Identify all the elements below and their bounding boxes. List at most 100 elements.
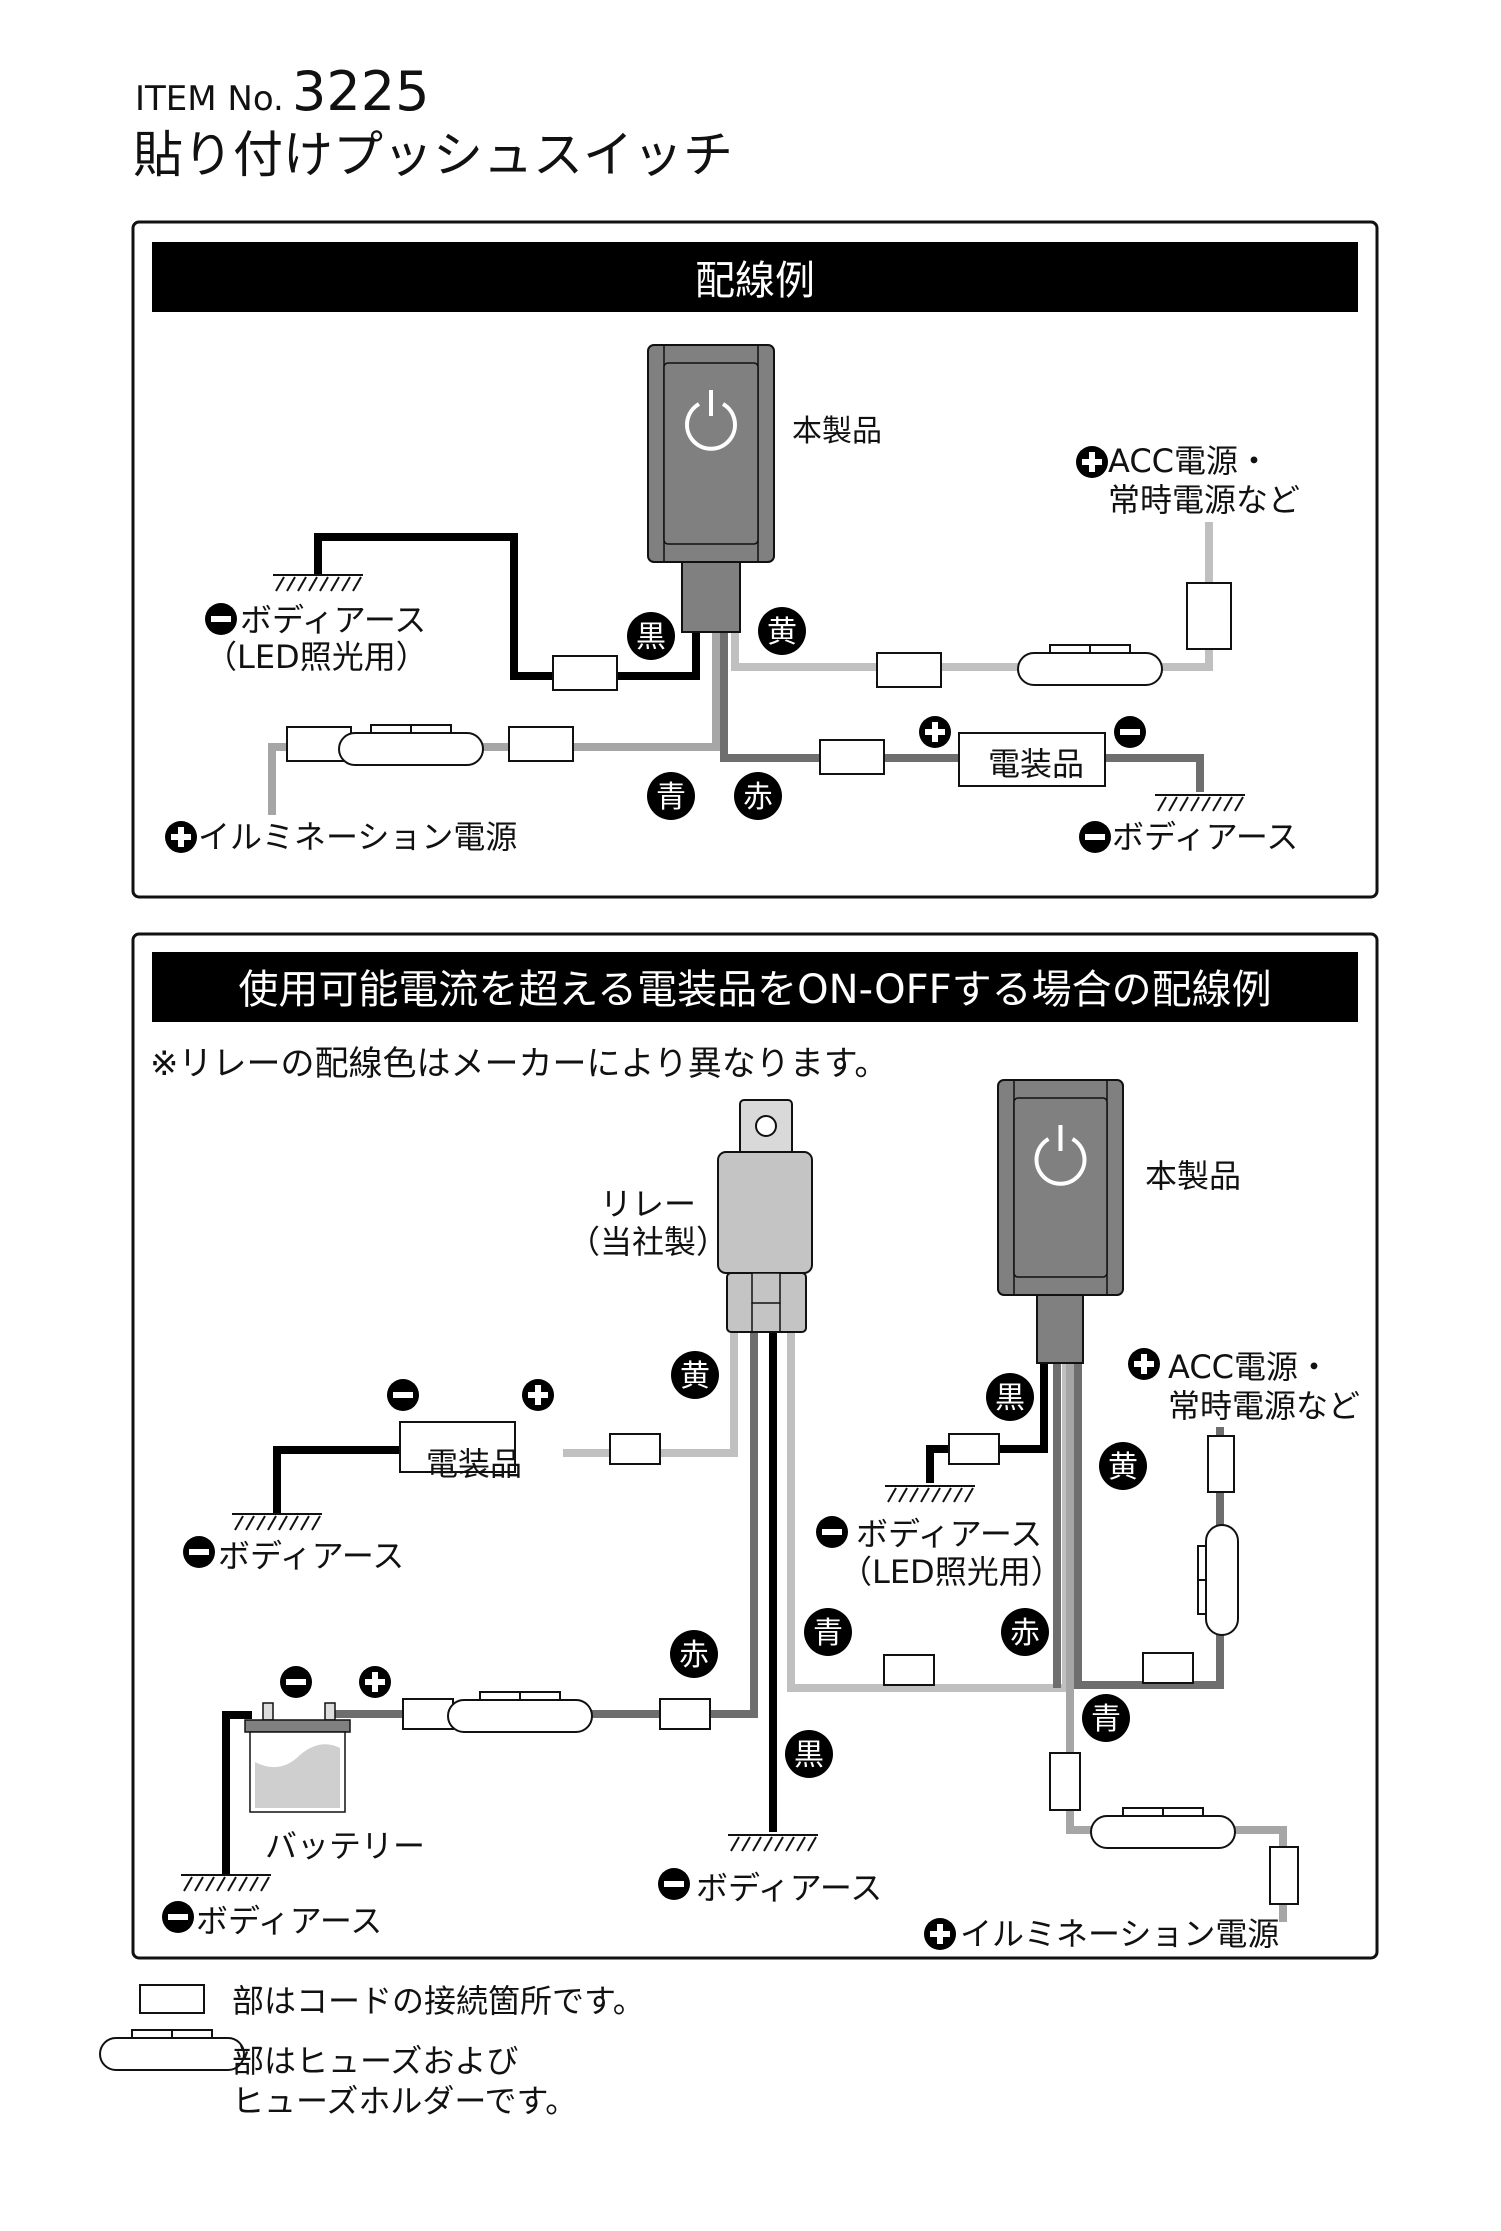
sign-bar [286, 1679, 306, 1685]
legend-connector-text: 部はコードの接続箇所です。 [232, 1982, 645, 2020]
ground-hatch [319, 576, 329, 592]
ground-hatch [341, 576, 351, 592]
product-switch-s1 [647, 344, 775, 633]
wire-tag-badge [986, 1373, 1034, 1421]
s2-acc-sub: 常時電源など [1168, 1387, 1360, 1425]
ground-hatch [297, 576, 307, 592]
battery-fluid [255, 1744, 340, 1808]
legend-connector-symbol [139, 1984, 205, 2014]
fuse-blue-s2 [1090, 1807, 1236, 1849]
blue-wire-s1 [268, 632, 720, 815]
wire-tag-text: 赤 [743, 780, 773, 815]
wire-tag-text: 青 [813, 1616, 843, 1651]
wire-tag-text: 黄 [1108, 1450, 1138, 1485]
wire-tag-badge [670, 1630, 718, 1678]
ground-hatch [730, 1836, 740, 1852]
minus-icon [183, 1536, 215, 1568]
wire-tag-badge [804, 1608, 852, 1656]
connector-blue2-s2 [1269, 1846, 1299, 1905]
legend-fuse-symbol [99, 2029, 245, 2071]
minus-icon [658, 1868, 690, 1900]
ground-hatch [311, 1515, 321, 1531]
s1-product-label: 本製品 [792, 414, 882, 449]
connector-red-relay-2 [659, 1698, 711, 1730]
fuse-red-relay [447, 1691, 593, 1733]
plus-icon [359, 1666, 391, 1698]
ground-relay-s2 [728, 1834, 818, 1852]
plus-icon [924, 1918, 956, 1950]
ground-right-s1 [1155, 794, 1245, 812]
wire-tag-badge [1082, 1694, 1130, 1742]
wire-tag-badge [1001, 1608, 1049, 1656]
connector-yellow-s1 [876, 652, 942, 688]
s2-ground-accessory-label: ボディアース [218, 1537, 404, 1575]
ground-hatch [1190, 796, 1200, 812]
ground-battery-s2 [181, 1874, 271, 1892]
relay-tab-hole [755, 1115, 777, 1137]
sign-bar [932, 722, 938, 742]
s2-battery-label: バッテリー [265, 1827, 425, 1865]
sign-bar [1085, 834, 1105, 840]
relay [717, 1099, 813, 1333]
fuse-body [1017, 652, 1163, 686]
wire-tag-badge [734, 772, 782, 820]
sign-bar [535, 1385, 541, 1405]
plus-icon [165, 821, 197, 853]
wire-tag-badge [1099, 1442, 1147, 1490]
tag-black-s1: 黒 [627, 612, 675, 660]
ground-hatch [752, 1836, 762, 1852]
ground-hatch [1201, 796, 1211, 812]
connector-acc-s2-vert [1207, 1435, 1235, 1493]
ground-hatch [352, 576, 362, 592]
ground-hatch [774, 1836, 784, 1852]
wire-tag-text: 青 [1091, 1702, 1121, 1737]
ground-hatch [256, 1515, 266, 1531]
minus-icon [816, 1516, 848, 1548]
accessory-box-s2 [399, 1421, 516, 1473]
ground-hatch [953, 1487, 963, 1503]
tag-yellow-s2: 黄 [1099, 1442, 1147, 1490]
s2-accessory-label: 電装品 [426, 1445, 522, 1483]
tag-red-relay: 赤 [670, 1630, 718, 1678]
ground-hatch [227, 1876, 237, 1892]
product-switch-s2 [997, 1079, 1124, 1364]
connector-yellow-relay [609, 1433, 661, 1465]
ground-hatch [216, 1876, 226, 1892]
ground-hatch [267, 1515, 277, 1531]
ground-hatch [183, 1876, 193, 1892]
product-title: 貼り付けプッシュスイッチ [133, 126, 733, 184]
ground-hatch [194, 1876, 204, 1892]
ground-led-s2 [885, 1485, 975, 1503]
s2-ground-battery-label: ボディアース [196, 1902, 382, 1940]
minus-icon [205, 603, 237, 635]
legend-fuse-text-2: ヒューズホルダーです。 [232, 2082, 577, 2120]
section2-title: 使用可能電流を超える電装品をON-OFFする場合の配線例 [238, 967, 1271, 1013]
ground-hatch [234, 1515, 244, 1531]
tag-black-s2: 黒 [986, 1373, 1034, 1421]
fuse-body [1205, 1524, 1239, 1636]
s2-relay-sub: （当社製） [568, 1223, 728, 1261]
ground-hatch [1234, 796, 1244, 812]
plus-icon [919, 716, 951, 748]
s2-illumination-label: イルミネーション電源 [960, 1915, 1279, 1953]
switch-button [663, 362, 759, 545]
battery-terminal-neg [262, 1702, 274, 1721]
ground-hatch [205, 1876, 215, 1892]
fuse-acc-s2 [1197, 1524, 1239, 1636]
ground-hatch [238, 1876, 248, 1892]
sign-bar [1141, 1354, 1147, 1374]
battery-lid [244, 1719, 351, 1733]
ground-hatch [931, 1487, 941, 1503]
section1-title: 配線例 [695, 258, 815, 304]
tag-yellow-relay: 黄 [671, 1351, 719, 1399]
tag-blue-s1: 青 [647, 772, 695, 820]
connector-red-s1 [819, 739, 885, 775]
ground-hatch [887, 1487, 897, 1503]
ground-hatch [308, 576, 318, 592]
ground-hatch [909, 1487, 919, 1503]
ground-hatch [275, 576, 285, 592]
s1-ground-led-label: ボディアース [240, 601, 426, 639]
ground-hatch [1212, 796, 1222, 812]
connector-blue2-s1 [508, 726, 574, 762]
ground-accessory-s2 [232, 1513, 322, 1531]
